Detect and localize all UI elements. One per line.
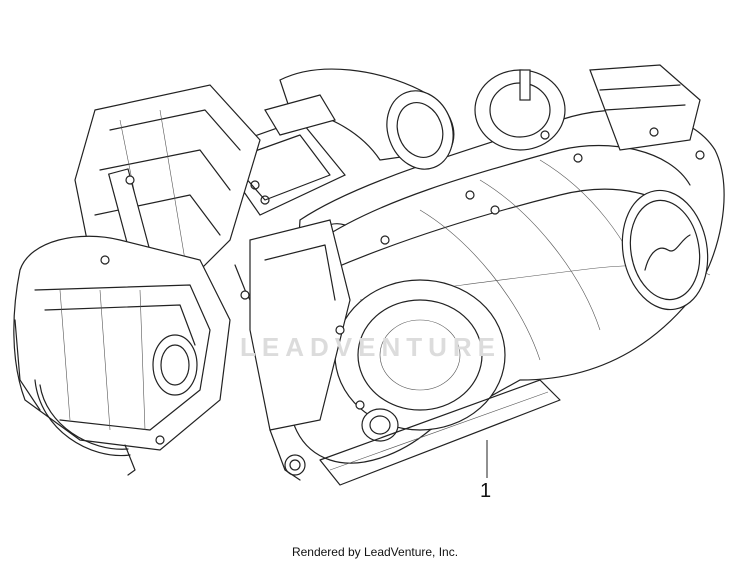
clutch-cover [334, 279, 506, 442]
base-plate [319, 379, 561, 486]
callout-number: 1 [480, 480, 492, 502]
mounting-bracket [249, 219, 351, 481]
rear-hub [474, 64, 701, 151]
watermark-text: LEADVENTURE [240, 332, 502, 362]
bolt-heads [100, 127, 705, 445]
cover-logo-badge [621, 189, 709, 311]
intake-duct [279, 68, 455, 170]
footer-credit: Rendered by LeadVenture, Inc. [291, 545, 459, 559]
crankcase [13, 235, 231, 451]
